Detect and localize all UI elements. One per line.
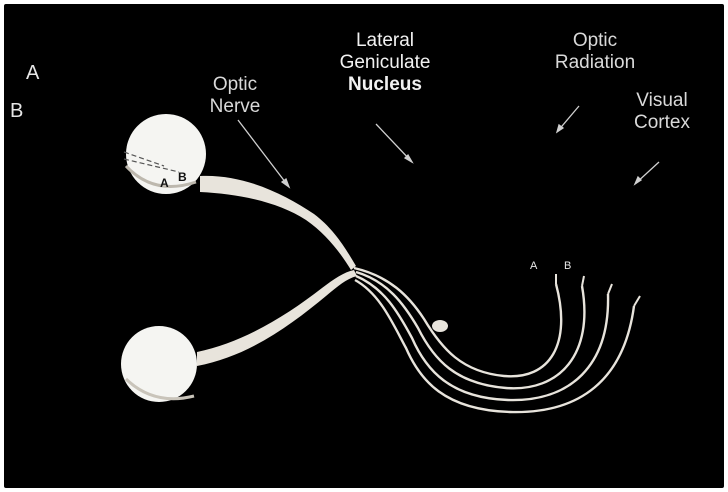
pointer-arrows	[238, 106, 659, 187]
optic-nerve-label-line1: Optic	[200, 74, 270, 96]
corner-label-a: A	[26, 62, 39, 85]
visual-cortex-label: Visual Cortex	[622, 90, 702, 134]
eye-field-label-a: A	[160, 176, 169, 190]
lgn-label: Lateral Geniculate Nucleus	[320, 30, 450, 96]
eye-field-label-b: B	[178, 170, 187, 184]
visual-cortex-label-line2: Cortex	[622, 112, 702, 134]
lgn-label-line2: Geniculate	[320, 52, 450, 74]
radiation-label-b: B	[564, 260, 571, 272]
lgn-label-line1: Lateral	[320, 30, 450, 52]
radiation-end-ticks	[556, 274, 640, 306]
lateral-geniculate-nucleus-body	[432, 320, 448, 332]
optic-radiation-label-line1: Optic	[550, 30, 640, 52]
corner-label-b: B	[10, 100, 23, 123]
lower-optic-nerve	[197, 270, 357, 366]
lower-eye	[121, 326, 197, 402]
visual-cortex-label-line1: Visual	[622, 90, 702, 112]
optic-radiation-label: Optic Radiation	[550, 30, 640, 74]
upper-optic-nerve	[200, 176, 356, 270]
optic-tract-and-radiation	[354, 268, 634, 412]
diagram-panel: A B Optic Nerve Lateral Geniculate Nucle…	[4, 4, 724, 488]
lgn-label-line3: Nucleus	[320, 74, 450, 96]
optic-radiation-label-line2: Radiation	[550, 52, 640, 74]
radiation-label-a: A	[530, 260, 537, 272]
optic-nerve-label: Optic Nerve	[200, 74, 270, 118]
optic-nerve-label-line2: Nerve	[200, 96, 270, 118]
